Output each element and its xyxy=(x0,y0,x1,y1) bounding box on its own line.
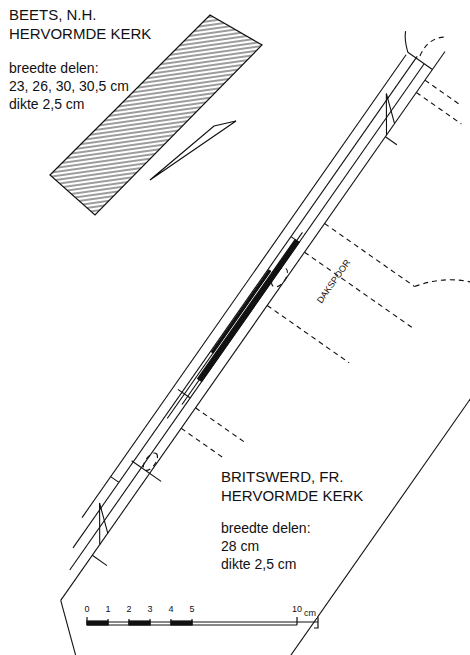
scale-number: 1 xyxy=(104,604,111,614)
scale-number: 3 xyxy=(146,604,153,614)
drawing-stroke xyxy=(367,93,406,135)
drawing-stroke xyxy=(425,80,462,106)
scale-number: 4 xyxy=(167,604,174,614)
drawing-stroke xyxy=(296,617,297,625)
drawing-stroke xyxy=(314,617,318,628)
drawing-stroke xyxy=(141,451,161,473)
scale-number: 2 xyxy=(125,604,132,614)
scale-number: 10 xyxy=(291,604,303,614)
scale-number: 0 xyxy=(83,604,90,614)
scale-number: 5 xyxy=(188,604,195,614)
drawing-stroke xyxy=(107,619,108,625)
part-name: DAKSPOOR xyxy=(314,257,353,306)
drawing-stroke xyxy=(198,239,300,381)
note-text: 28 cm xyxy=(220,538,260,554)
drawing-stroke xyxy=(128,619,129,625)
drawing-stroke xyxy=(82,55,406,518)
drawing-stroke xyxy=(73,56,417,547)
drawing-stroke xyxy=(32,600,110,655)
drawing-stroke xyxy=(191,619,192,625)
drawing-stroke xyxy=(189,112,470,655)
drawing-stroke xyxy=(134,31,470,568)
drawing-stroke xyxy=(87,621,318,622)
note-text: dikte 2,5 cm xyxy=(220,556,297,572)
drawing-stroke xyxy=(268,265,290,290)
title-line: BRITSWERD, FR. xyxy=(220,468,345,485)
drawing-stroke xyxy=(150,121,236,180)
drawing-stroke xyxy=(196,408,245,442)
drawing-stroke xyxy=(70,64,424,570)
title-line: BEETS, N.H. xyxy=(8,6,98,23)
drawing-stroke xyxy=(86,617,87,625)
drawing-stroke xyxy=(50,15,262,215)
drawing-stroke xyxy=(87,621,108,625)
drawing-stroke xyxy=(211,270,270,353)
drawing-stroke xyxy=(111,477,119,483)
note-text: dikte 2,5 cm xyxy=(8,96,85,112)
drawing-stroke xyxy=(415,254,470,318)
drawing-stroke xyxy=(132,461,161,482)
drawing-stroke xyxy=(396,31,417,52)
drawing-stroke xyxy=(416,92,461,124)
drawing-stroke xyxy=(171,621,192,625)
drawing-stroke xyxy=(304,252,415,329)
scale-unit: cm xyxy=(303,608,317,618)
drawing-stroke xyxy=(129,621,150,625)
drawing-stroke xyxy=(178,389,190,398)
title-line: HERVORMDE KERK xyxy=(220,487,364,504)
drawing-stroke xyxy=(92,555,107,565)
beets-section xyxy=(50,15,262,215)
drawing-stroke xyxy=(385,137,396,145)
drawing-stroke xyxy=(267,305,349,362)
note-text: breedte delen: xyxy=(220,520,312,536)
drawing-stroke xyxy=(149,619,150,625)
note-text: breedte delen: xyxy=(8,60,100,76)
drawing-stroke xyxy=(170,619,171,625)
note-text: 23, 26, 30, 30,5 cm xyxy=(8,78,130,94)
drawing-stroke xyxy=(80,503,119,545)
drawing-stroke xyxy=(419,31,445,62)
drawing-stroke xyxy=(291,237,299,243)
title-line: HERVORMDE KERK xyxy=(8,25,152,42)
scale-bar xyxy=(87,617,318,628)
drawing-stroke xyxy=(182,232,302,404)
drawing-stroke xyxy=(181,428,222,457)
